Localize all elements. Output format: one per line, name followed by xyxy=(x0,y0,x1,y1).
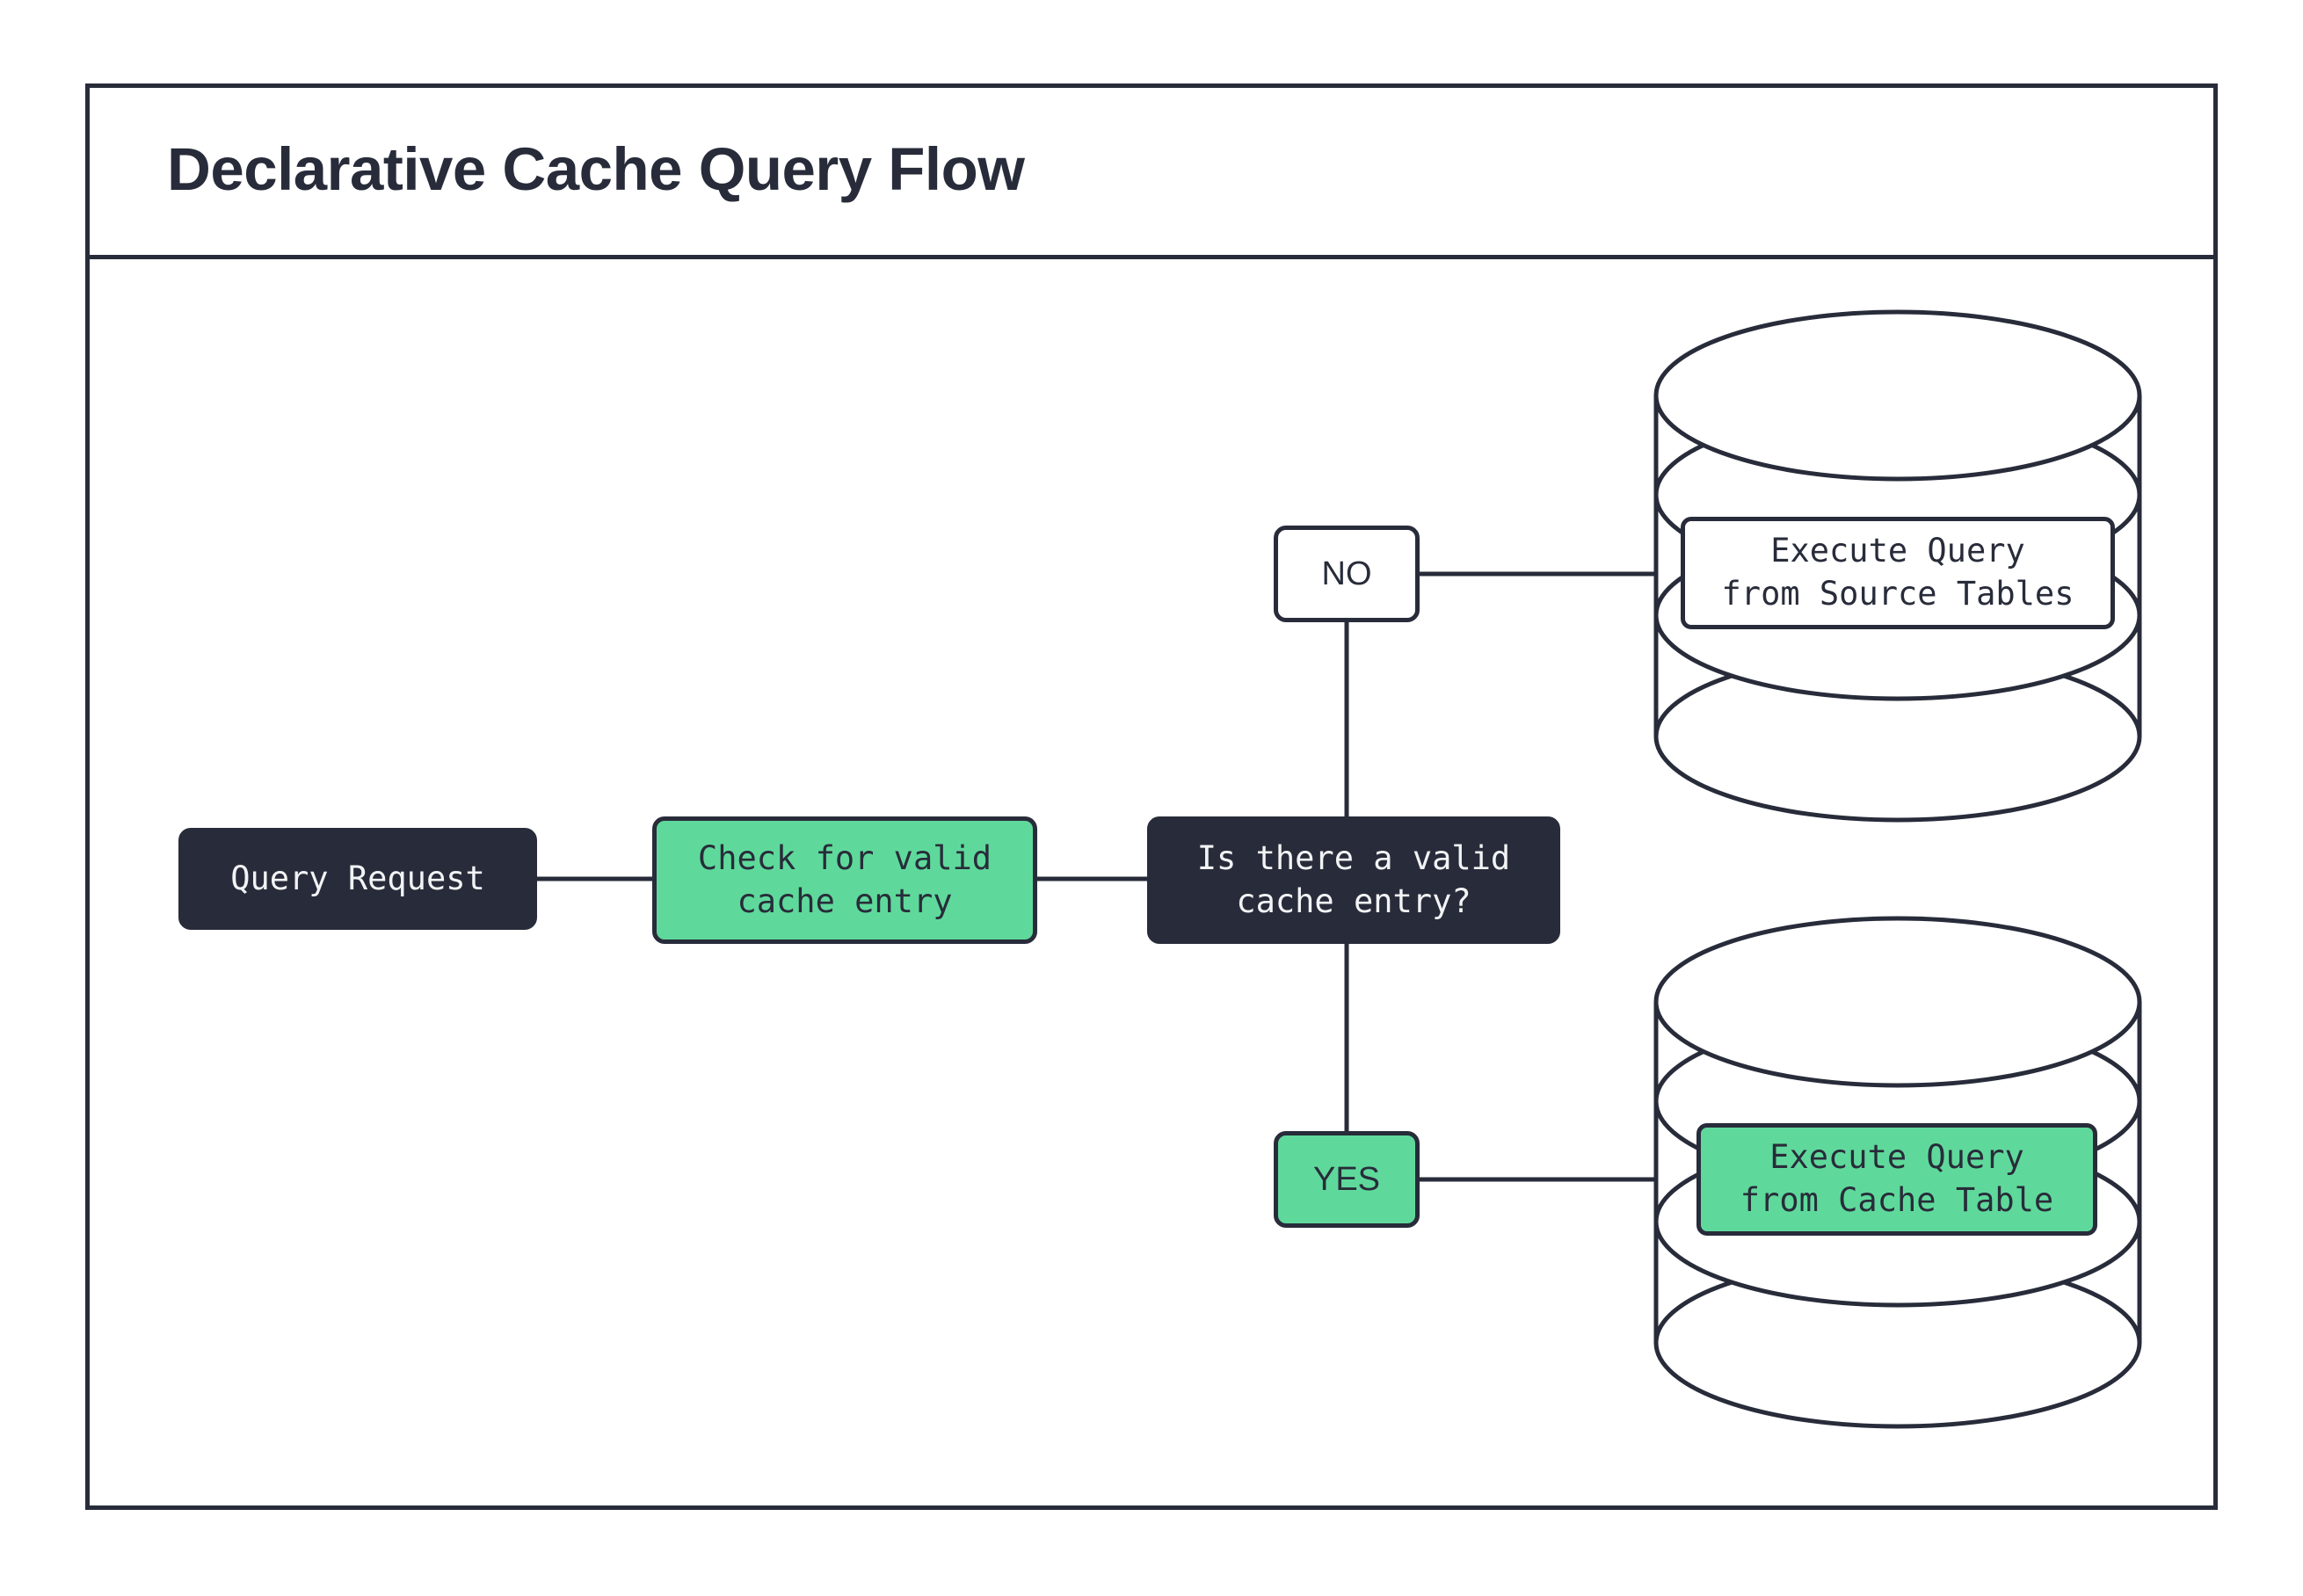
node-execute-query-from-cache-table[interactable]: Execute Query from Cache Table xyxy=(1696,1123,2097,1236)
page-title: Declarative Cache Query Flow xyxy=(167,135,1025,203)
branch-label-yes[interactable]: YES xyxy=(1274,1131,1420,1228)
node-execute-query-from-source-tables[interactable]: Execute Query from Source Tables xyxy=(1681,517,2115,629)
title-bar: Declarative Cache Query Flow xyxy=(85,83,2218,259)
node-query-request[interactable]: Query Request xyxy=(178,828,537,930)
node-decision-valid-cache-entry[interactable]: Is there a valid cache entry? xyxy=(1147,816,1560,944)
branch-label-no[interactable]: NO xyxy=(1274,526,1420,622)
node-check-for-valid-cache-entry[interactable]: Check for valid cache entry xyxy=(652,816,1037,944)
